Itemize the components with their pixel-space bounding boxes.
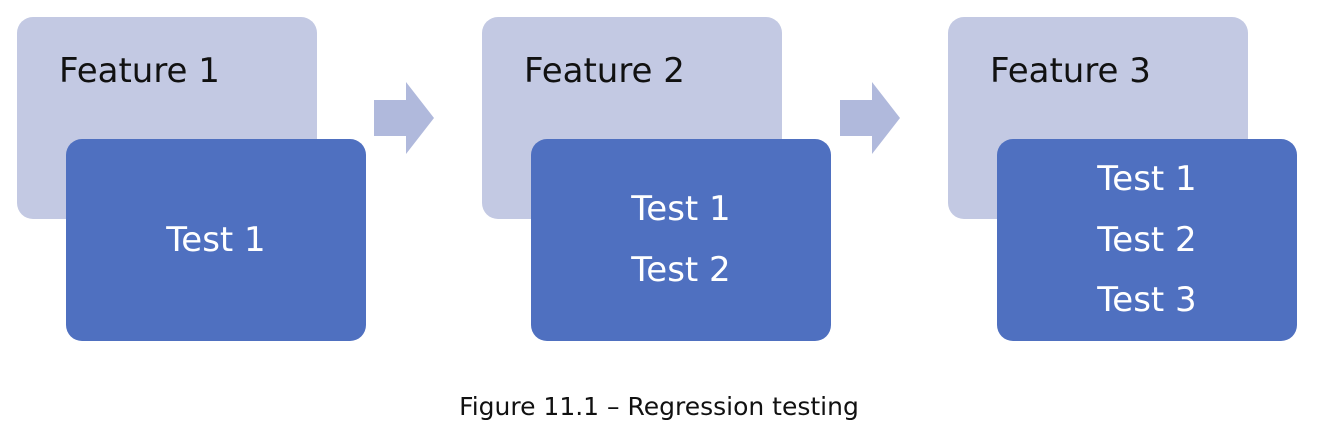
feature-3-test-3: Test 3 [1097, 280, 1197, 321]
feature-3-test-1: Test 1 [1097, 158, 1197, 199]
feature-1-title: Feature 1 [59, 51, 220, 91]
feature-2-title: Feature 2 [524, 51, 685, 91]
figure-caption: Figure 11.1 – Regression testing [459, 392, 859, 421]
feature-3-test-2: Test 2 [1097, 219, 1197, 260]
feature-1-tests-box: Test 1 [66, 139, 366, 341]
arrow-right-icon [374, 82, 434, 154]
feature-2-tests-box: Test 1 Test 2 [531, 139, 831, 341]
arrow-right-icon [840, 82, 900, 154]
feature-1-test-1: Test 1 [166, 219, 266, 260]
feature-2-test-2: Test 2 [631, 250, 731, 290]
feature-3-title: Feature 3 [990, 51, 1151, 91]
feature-3-tests-box: Test 1 Test 2 Test 3 [997, 139, 1297, 341]
feature-2-test-1: Test 1 [631, 189, 731, 230]
